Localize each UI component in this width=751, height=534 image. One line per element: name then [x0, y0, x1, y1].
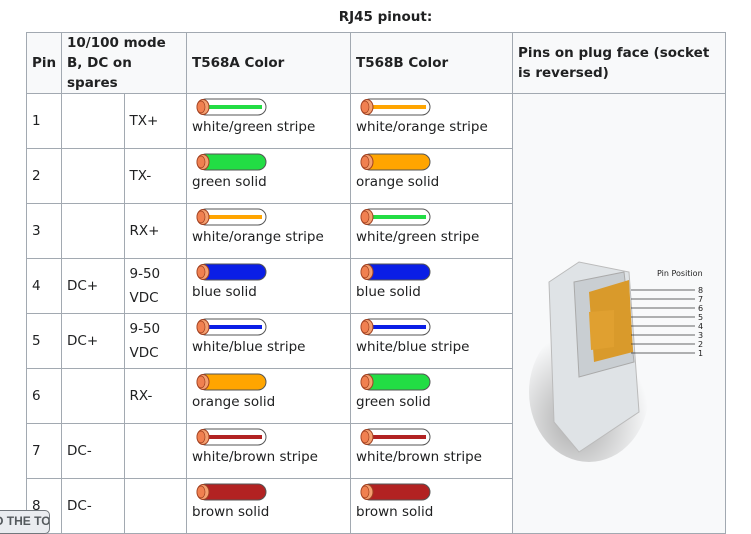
wire-striped-icon — [356, 206, 507, 228]
color-label: orange solid — [356, 174, 440, 190]
color-label: brown solid — [192, 504, 270, 520]
rj45-pinout-table: Pin 10/100 mode B, DC on spares T568A Co… — [26, 32, 726, 534]
wire-striped-icon — [192, 316, 345, 338]
color-label: white/brown stripe — [356, 449, 482, 465]
color-label: green solid — [356, 394, 431, 410]
dc-mode: DC- — [61, 423, 125, 479]
table-row: 2 TX-green solid orange solid — [26, 148, 726, 204]
pin-position-number: 2 — [698, 340, 703, 349]
t568a-cell: white/blue stripe — [186, 313, 351, 369]
t568a-cell: blue solid — [186, 258, 351, 314]
pin-position-number: 5 — [698, 313, 703, 322]
t568b-cell: green solid — [350, 368, 513, 424]
color-label: white/blue stripe — [192, 339, 306, 355]
header-plug-face: Pins on plug face (socket is reversed) — [512, 32, 726, 94]
pin-position-number: 4 — [698, 322, 703, 331]
t568a-cell: green solid — [186, 148, 351, 204]
table-caption: RJ45 pinout: — [338, 9, 433, 25]
wire-solid-icon — [356, 151, 507, 173]
table-row: 3 RX+ white/orange stripe white/green strip… — [26, 203, 726, 259]
wire-solid-icon — [356, 261, 507, 283]
wire-solid-icon — [192, 371, 345, 393]
wire-solid-icon — [356, 481, 507, 503]
signal: 9-50 VDC — [123, 258, 187, 314]
color-label: white/orange stripe — [356, 119, 488, 135]
t568b-cell: white/green stripe — [350, 203, 513, 259]
t568b-cell: orange solid — [350, 148, 513, 204]
signal: 9-50 VDC — [123, 313, 187, 369]
header-mode-b: 10/100 mode B, DC on spares — [61, 32, 187, 94]
dc-mode: DC+ — [61, 258, 125, 314]
wire-striped-icon — [356, 96, 507, 118]
dc-mode — [61, 203, 125, 259]
color-label: blue solid — [192, 284, 257, 300]
header-t568b: T568B Color — [350, 32, 513, 94]
wire-striped-icon — [192, 96, 345, 118]
table-row: 1 TX+ white/green stripe white/orange strip… — [26, 93, 726, 534]
signal — [123, 478, 187, 534]
pin-position-number: 1 — [698, 349, 703, 358]
color-label: white/green stripe — [192, 119, 316, 135]
header-t568a: T568A Color — [186, 32, 351, 94]
color-label: white/brown stripe — [192, 449, 318, 465]
t568b-cell: white/blue stripe — [350, 313, 513, 369]
signal: RX- — [123, 368, 187, 424]
t568a-cell: orange solid — [186, 368, 351, 424]
dc-mode: DC- — [61, 478, 125, 534]
wire-solid-icon — [192, 481, 345, 503]
wire-striped-icon — [356, 316, 507, 338]
header-pin: Pin — [26, 32, 62, 94]
color-label: white/orange stripe — [192, 229, 324, 245]
pin-number: 3 — [26, 203, 62, 259]
dc-mode — [61, 93, 125, 149]
pin-position-label: Pin Position — [657, 269, 703, 278]
signal: TX- — [123, 148, 187, 204]
pin-position-number: 3 — [698, 331, 703, 340]
signal: RX+ — [123, 203, 187, 259]
t568b-cell: brown solid — [350, 478, 513, 534]
t568b-cell: white/brown stripe — [350, 423, 513, 479]
t568a-cell: brown solid — [186, 478, 351, 534]
pin-position-number: 6 — [698, 304, 703, 313]
t568b-cell: blue solid — [350, 258, 513, 314]
pin-number: 1 — [26, 93, 62, 149]
signal: TX+ — [123, 93, 187, 149]
table-row: 6 RX-orange solid green solid — [26, 368, 726, 424]
wire-striped-icon — [356, 426, 507, 448]
wire-solid-icon — [356, 371, 507, 393]
dc-mode — [61, 368, 125, 424]
wire-solid-icon — [192, 261, 345, 283]
color-label: white/blue stripe — [356, 339, 470, 355]
color-label: white/green stripe — [356, 229, 480, 245]
pin-number: 4 — [26, 258, 62, 314]
color-label: green solid — [192, 174, 267, 190]
pin-number: 5 — [26, 313, 62, 369]
pin-number: 7 — [26, 423, 62, 479]
pin-position-number: 8 — [698, 286, 703, 295]
t568a-cell: white/green stripe — [186, 93, 351, 149]
pin-position-number: 7 — [698, 295, 703, 304]
signal — [123, 423, 187, 479]
t568a-cell: white/orange stripe — [186, 203, 351, 259]
color-label: orange solid — [192, 394, 276, 410]
wire-striped-icon — [192, 426, 345, 448]
wire-solid-icon — [192, 151, 345, 173]
wire-striped-icon — [192, 206, 345, 228]
pin-number: 6 — [26, 368, 62, 424]
pin-number: 2 — [26, 148, 62, 204]
dc-mode: DC+ — [61, 313, 125, 369]
color-label: brown solid — [356, 504, 434, 520]
back-to-top-button[interactable]: TO THE TOP — [0, 510, 50, 534]
color-label: blue solid — [356, 284, 421, 300]
t568b-cell: white/orange stripe — [350, 93, 513, 149]
t568a-cell: white/brown stripe — [186, 423, 351, 479]
dc-mode — [61, 148, 125, 204]
